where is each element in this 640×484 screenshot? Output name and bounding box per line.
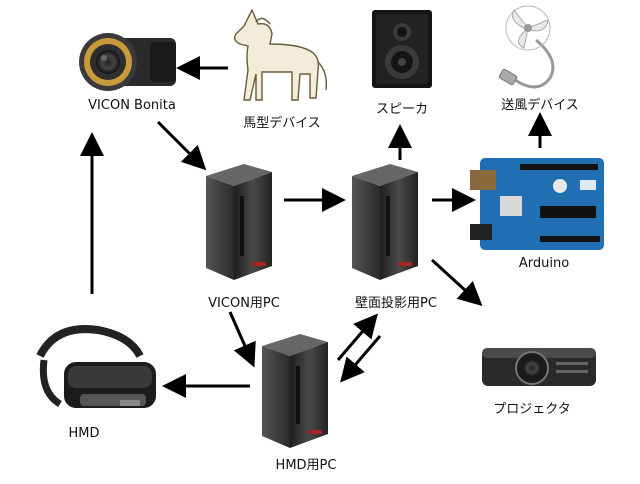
arrow-wall-pc-to-hmd-pc bbox=[340, 335, 382, 383]
hmd-label: HMD bbox=[68, 426, 100, 441]
projector-label: プロジェクタ bbox=[493, 402, 571, 417]
arduino-label: Arduino bbox=[518, 256, 570, 271]
speaker-label: スピーカ bbox=[375, 102, 429, 117]
arrow-vicon-pc-to-hmd-pc bbox=[228, 311, 256, 368]
vicon-camera-label: VICON Bonita bbox=[88, 98, 176, 113]
horse-icon bbox=[233, 8, 328, 101]
speaker-icon bbox=[372, 10, 432, 88]
vicon-pc-label: VICON用PC bbox=[208, 296, 280, 311]
pc-tower-icon bbox=[352, 164, 418, 280]
horse-device-label: 馬型デバイス bbox=[243, 116, 321, 131]
arrows bbox=[80, 56, 552, 398]
pc-tower-icon bbox=[262, 334, 328, 448]
arrow-wall-pc-to-projector bbox=[430, 258, 483, 307]
pc-tower-icon bbox=[206, 164, 272, 280]
usb-fan-icon bbox=[498, 5, 555, 89]
vr-headset-icon bbox=[36, 325, 156, 408]
arduino-board-icon bbox=[470, 158, 604, 250]
hmd-pc-label: HMD用PC bbox=[275, 458, 337, 473]
arrow-hmd-pc-to-wall-pc bbox=[336, 313, 378, 361]
projector-icon bbox=[482, 348, 596, 386]
motion-camera-icon bbox=[79, 33, 176, 91]
arrow-camera-to-vicon-pc bbox=[156, 120, 207, 171]
wall-pc-label: 壁面投影用PC bbox=[355, 296, 437, 311]
fan-device-label: 送風デバイス bbox=[501, 98, 579, 113]
